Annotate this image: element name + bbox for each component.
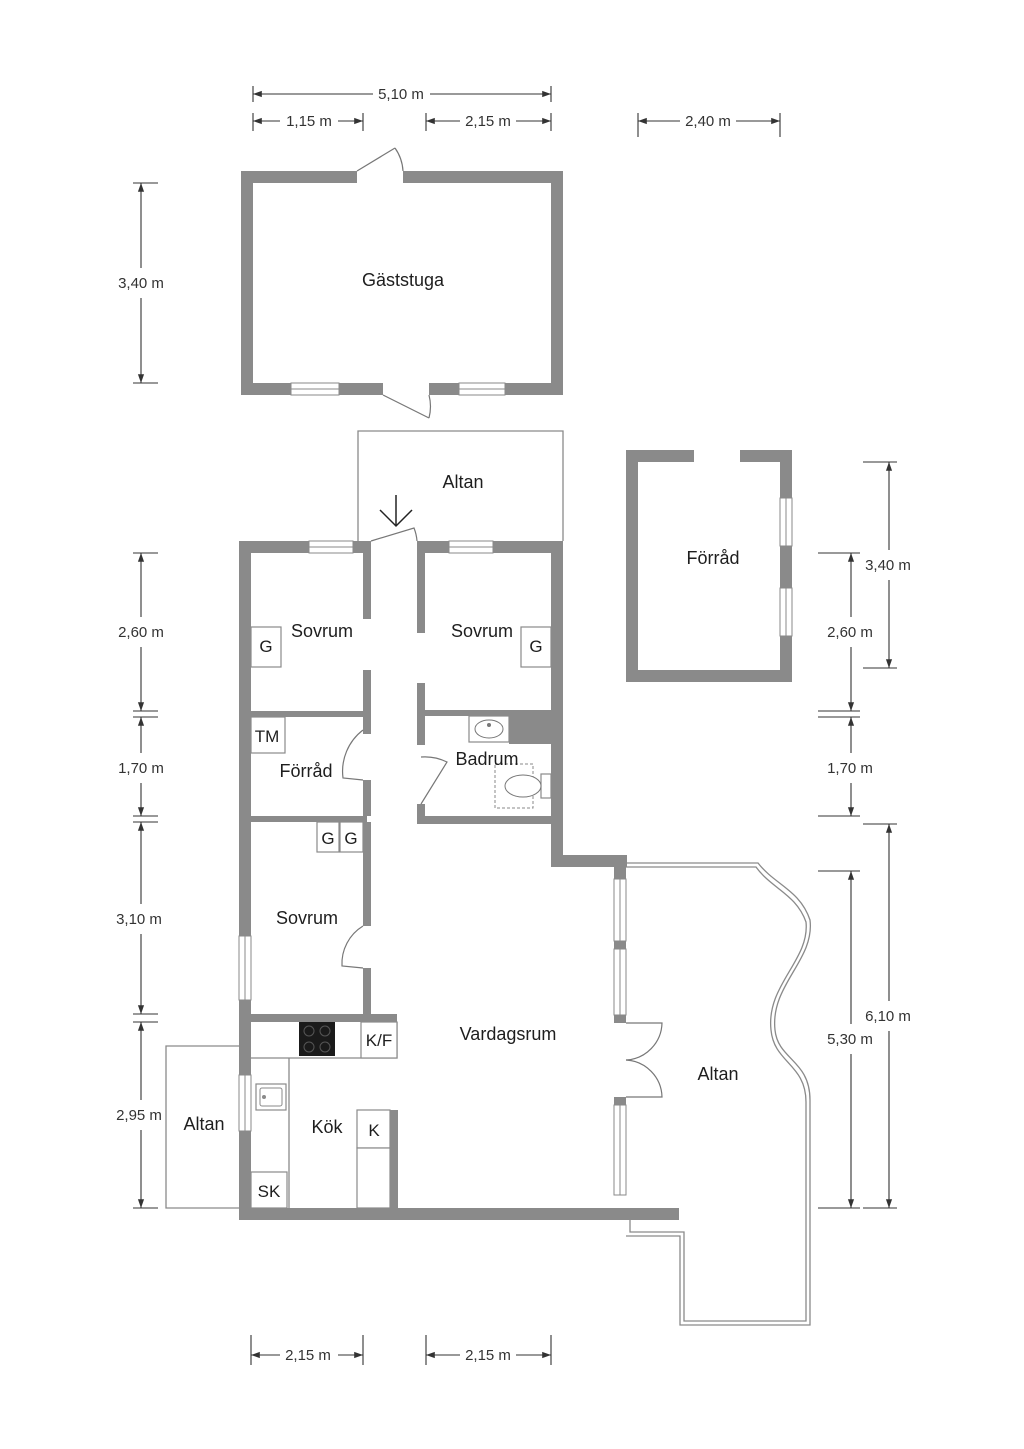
dimension-lines — [133, 86, 897, 1365]
altan-top-outline — [357, 430, 564, 541]
washing-machine-tm: TM — [250, 716, 286, 754]
room-label-altan-left: Altan — [183, 1114, 224, 1134]
wardrobe-g3: G — [316, 821, 340, 853]
room-label-sovrum-bottom: Sovrum — [276, 908, 338, 928]
room-label-altan-top: Altan — [442, 472, 483, 492]
dim-right-1: 2,60 m — [827, 624, 873, 641]
room-label-kok: Kök — [311, 1117, 343, 1137]
svg-text:G: G — [321, 829, 334, 848]
dim-bottom-left: 2,15 m — [285, 1347, 331, 1364]
room-label-badrum: Badrum — [455, 749, 518, 769]
svg-text:TM: TM — [255, 727, 280, 746]
dim-bottom-right: 2,15 m — [465, 1347, 511, 1364]
main-house-walls — [238, 540, 679, 1220]
toilet-icon — [494, 763, 552, 809]
dim-top-shed: 2,40 m — [685, 113, 731, 130]
fridge-freezer-kf: K/F — [360, 1021, 398, 1059]
room-label-sovrum-right: Sovrum — [451, 621, 513, 641]
wardrobe-g2: G — [520, 626, 552, 668]
svg-text:G: G — [344, 829, 357, 848]
altan-left-outline — [165, 1045, 239, 1209]
dim-right-shed: 3,40 m — [865, 557, 911, 574]
stove-icon — [299, 1022, 335, 1056]
room-label-altan-right: Altan — [697, 1064, 738, 1084]
room-label-sovrum-left: Sovrum — [291, 621, 353, 641]
guest-house — [241, 147, 563, 419]
dim-left-3: 3,10 m — [116, 911, 162, 928]
svg-text:SK: SK — [258, 1182, 281, 1201]
room-label-vardagsrum: Vardagsrum — [460, 1024, 557, 1044]
wardrobe-g4: G — [339, 821, 364, 853]
entrance-arrow-icon — [379, 495, 413, 528]
dim-left-2: 1,70 m — [118, 760, 164, 777]
altan-right-outline — [626, 862, 811, 1326]
wardrobe-g1: G — [250, 626, 282, 668]
room-label-forrad-small: Förråd — [279, 761, 332, 781]
fridge-k: K — [356, 1109, 391, 1209]
wash-basin-icon — [468, 715, 510, 743]
svg-text:K: K — [368, 1121, 380, 1140]
svg-text:K/F: K/F — [366, 1031, 392, 1050]
dim-guest-height: 3,40 m — [118, 275, 164, 292]
dim-right-inner: 5,30 m — [827, 1031, 873, 1048]
svg-text:G: G — [259, 637, 272, 656]
dim-left-1: 2,60 m — [118, 624, 164, 641]
cabinet-sk: SK — [250, 1171, 288, 1209]
dim-top-total: 5,10 m — [378, 86, 424, 103]
svg-text:G: G — [529, 637, 542, 656]
dim-right-2: 1,70 m — [827, 760, 873, 777]
doors — [341, 527, 663, 1098]
dim-top-right: 2,15 m — [465, 113, 511, 130]
dim-top-left: 1,15 m — [286, 113, 332, 130]
shed — [626, 450, 793, 682]
room-label-forrad-right: Förråd — [686, 548, 739, 568]
room-label-gaststuga: Gäststuga — [362, 270, 445, 290]
dim-left-4: 2,95 m — [116, 1107, 162, 1124]
dim-right-outer: 6,10 m — [865, 1008, 911, 1025]
kitchen-sink-icon — [255, 1083, 287, 1111]
